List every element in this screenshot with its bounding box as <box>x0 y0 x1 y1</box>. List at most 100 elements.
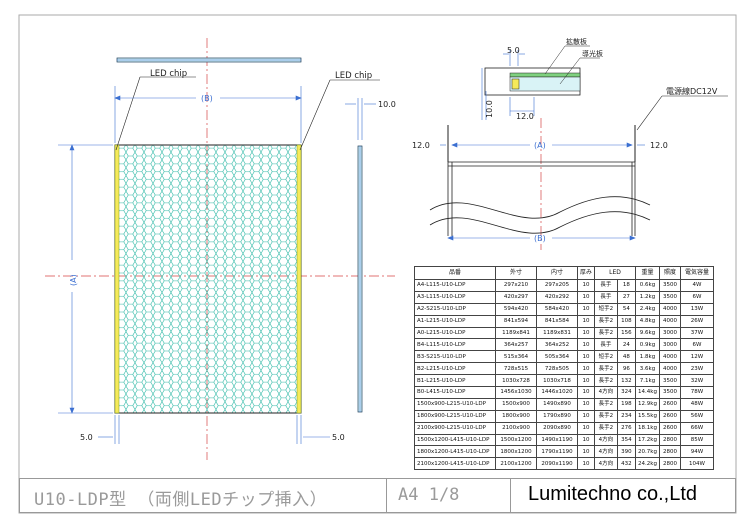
cell-part-no: A4-L115-U10-LDP <box>414 279 496 292</box>
led-chip-leaders <box>115 76 380 151</box>
panel-top-edge-view <box>116 57 302 63</box>
top-view-panel <box>429 161 651 236</box>
dim-5-bottom-left: 5.0 <box>80 433 93 442</box>
cell-power: 48W <box>679 397 714 411</box>
cell-power: 12W <box>679 350 714 364</box>
cell-thickness: 10 <box>576 374 596 388</box>
cell-weight: 3.6kg <box>635 362 660 376</box>
cell-outer-size: 1030x728 <box>495 374 537 388</box>
panel-side-view <box>357 145 363 413</box>
cell-part-no: 2100x1200-L415-U10-LDP <box>414 457 496 471</box>
cell-inner-size: 1790x1190 <box>536 445 578 459</box>
cell-inner-size: 2090x1190 <box>536 457 578 471</box>
cell-led-side: 4方向 <box>594 386 618 399</box>
cell-power: 85W <box>679 433 714 447</box>
dim-12-left: 12.0 <box>412 141 430 150</box>
cell-power: 66W <box>679 421 714 435</box>
cell-weight: 17.2kg <box>635 433 660 447</box>
cell-led-side: 4方向 <box>594 457 618 471</box>
cell-part-no: B2-L215-U10-LDP <box>414 362 496 376</box>
cell-led-count: 132 <box>616 374 637 388</box>
dim-a-front-label: (A) <box>69 274 78 286</box>
cell-inner-size: 505x364 <box>536 350 578 364</box>
title-block: U10-LDP型 （両側LEDチップ挿入） A4 1/8 Lumitechno … <box>19 478 736 513</box>
cell-outer-size: 841x594 <box>495 314 537 328</box>
cell-inner-size: 1189x831 <box>536 326 578 340</box>
header-outer-size: 外寸 <box>495 266 537 280</box>
cell-thickness: 10 <box>576 338 596 352</box>
cell-outer-size: 2100x1200 <box>495 457 537 471</box>
cell-outer-size: 1800x1200 <box>495 445 537 459</box>
edge-detail <box>481 45 600 120</box>
cell-inner-size: 1446x1020 <box>536 386 578 399</box>
cell-led-count: 18 <box>616 279 637 292</box>
dim-b-top-label: (B) <box>534 234 546 243</box>
cell-thickness: 10 <box>576 457 596 471</box>
cell-led-side: 長手 <box>594 290 618 304</box>
cell-power: 78W <box>679 386 714 399</box>
cell-led-count: 27 <box>616 290 637 304</box>
cell-illuminance: 3500 <box>658 386 681 399</box>
cell-part-no: A2-S215-U10-LDP <box>414 302 496 316</box>
cell-weight: 12.9kg <box>635 397 660 411</box>
cell-weight: 14.4kg <box>635 386 660 399</box>
cell-led-side: 長手2 <box>594 374 618 388</box>
cell-outer-size: 1456x1030 <box>495 386 537 399</box>
sheet-number: A4 1/8 <box>398 485 460 505</box>
cell-power: 6W <box>679 338 714 352</box>
cell-illuminance: 2800 <box>658 433 681 447</box>
cell-power: 32W <box>679 374 714 388</box>
dim-b-front <box>114 86 302 143</box>
header-power: 電気容量 <box>679 266 714 280</box>
cell-thickness: 10 <box>576 350 596 364</box>
cell-weight: 1.8kg <box>635 350 660 364</box>
panel-front-view <box>114 144 302 414</box>
cell-weight: 2.4kg <box>635 302 660 316</box>
cell-power: 104W <box>679 457 714 471</box>
cell-thickness: 10 <box>576 433 596 447</box>
cell-outer-size: 1189x841 <box>495 326 537 340</box>
cell-inner-size: 2090x890 <box>536 421 578 435</box>
spec-table: 品番 外寸 内寸 厚み LED 重量 照度 電気容量 A4-L115-U10-L… <box>414 266 714 471</box>
cell-thickness: 10 <box>576 445 596 459</box>
cell-led-side: 長手2 <box>594 421 618 435</box>
cell-part-no: A0-L215-U10-LDP <box>414 326 496 340</box>
top-view-cables <box>447 125 636 162</box>
cell-part-no: B4-L115-U10-LDP <box>414 338 496 352</box>
title-divider-1 <box>386 479 387 512</box>
dim-a-front <box>58 144 113 414</box>
cell-power: 37W <box>679 326 714 340</box>
dim-bottom <box>98 415 330 444</box>
header-weight: 重量 <box>635 266 660 280</box>
cell-led-count: 24 <box>616 338 637 352</box>
drawing-title: U10-LDP型 （両側LEDチップ挿入） <box>34 490 328 510</box>
cell-weight: 20.7kg <box>635 445 660 459</box>
cell-power: 56W <box>679 409 714 423</box>
cell-illuminance: 2600 <box>658 421 681 435</box>
dim-5-bottom-right: 5.0 <box>332 433 345 442</box>
cell-led-side: 長手2 <box>594 409 618 423</box>
dim-b-front-label: (B) <box>201 94 213 103</box>
cell-outer-size: 297x210 <box>495 279 537 292</box>
cell-outer-size: 594x420 <box>495 302 537 316</box>
cell-part-no: 1800x1200-L415-U10-LDP <box>414 445 496 459</box>
cell-thickness: 10 <box>576 290 596 304</box>
cell-led-side: 長手2 <box>594 362 618 376</box>
header-led: LED <box>594 266 637 280</box>
cell-inner-size: 1490x890 <box>536 397 578 411</box>
cell-led-side: 長手2 <box>594 326 618 340</box>
cell-led-count: 390 <box>616 445 637 459</box>
cell-illuminance: 3000 <box>658 338 681 352</box>
cell-outer-size: 364x257 <box>495 338 537 352</box>
cell-power: 26W <box>679 314 714 328</box>
cell-part-no: 1800x900-L215-U10-LDP <box>414 409 496 423</box>
header-thickness: 厚み <box>576 266 596 280</box>
cell-led-count: 96 <box>616 362 637 376</box>
